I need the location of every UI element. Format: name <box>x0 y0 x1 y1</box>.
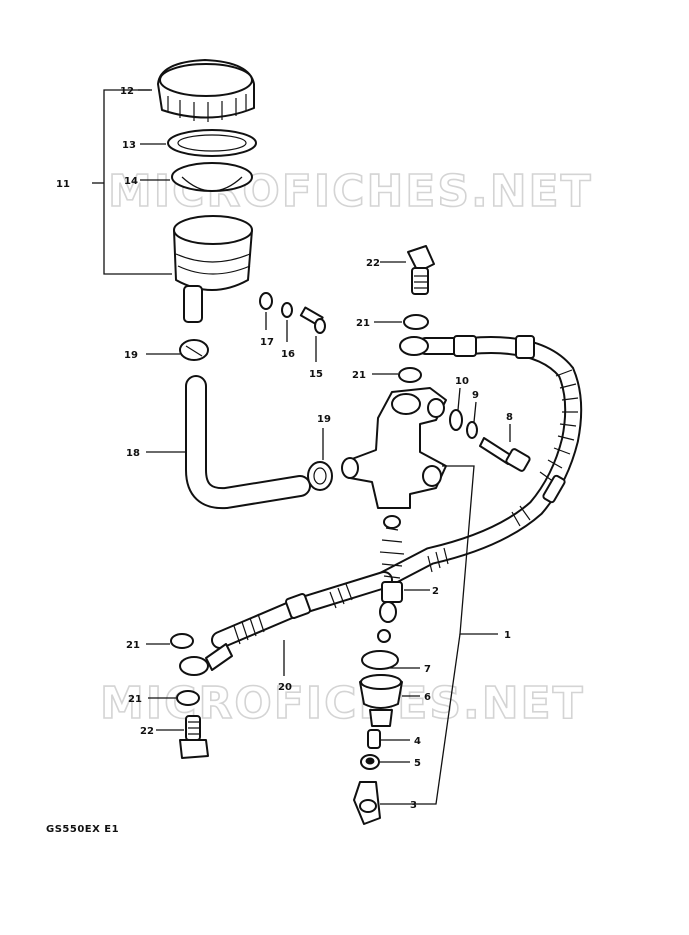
washer-21-d <box>176 690 200 706</box>
washer-21-c <box>170 633 194 649</box>
callout-7: 7 <box>424 664 431 675</box>
callout-16: 16 <box>281 349 295 360</box>
callout-11: 11 <box>56 179 70 190</box>
washer-21-a <box>403 314 429 330</box>
diaphragm <box>171 162 253 192</box>
callout-8: 8 <box>506 412 513 423</box>
callout-20: 20 <box>278 682 292 693</box>
lock-nut <box>360 754 380 770</box>
model-code: GS550EX E1 <box>46 824 119 835</box>
mounting-bolt <box>479 437 531 472</box>
brake-hose-lower <box>179 571 393 676</box>
callout-9: 9 <box>472 390 479 401</box>
reservoir-body <box>173 215 253 323</box>
washer-10 <box>449 409 463 431</box>
brake-hose-upper <box>375 335 583 589</box>
pushrod-boot <box>359 650 403 727</box>
callout-22-top: 22 <box>366 258 380 269</box>
master-cylinder-body <box>341 387 447 509</box>
callout-21-b: 21 <box>352 370 366 381</box>
watermark-bottom: MICROFICHES.NET <box>100 678 585 729</box>
callout-21-c: 21 <box>126 640 140 651</box>
piston <box>377 581 403 643</box>
reservoir-cap <box>157 59 255 122</box>
callout-6: 6 <box>424 692 431 703</box>
reservoir-bolt <box>299 306 326 334</box>
banjo-bolt-lower <box>179 715 209 759</box>
clevis <box>353 781 381 825</box>
callout-17: 17 <box>260 337 274 348</box>
callout-12: 12 <box>120 86 134 97</box>
callout-21-a: 21 <box>356 318 370 329</box>
spring <box>379 515 405 579</box>
pushrod <box>367 729 381 749</box>
callout-15: 15 <box>309 369 323 380</box>
callout-19-side: 19 <box>317 414 331 425</box>
callout-1: 1 <box>504 630 511 641</box>
diaphragm-plate <box>167 129 257 157</box>
washer-17 <box>259 292 273 310</box>
hose-clip-19-top <box>179 339 209 361</box>
leader-lines <box>138 89 511 805</box>
callout-21-d: 21 <box>128 694 142 705</box>
callout-19-top: 19 <box>124 350 138 361</box>
callout-2: 2 <box>432 586 439 597</box>
callout-18: 18 <box>126 448 140 459</box>
callout-10: 10 <box>455 376 469 387</box>
washer-16 <box>281 302 293 318</box>
washer-21-b <box>398 367 422 383</box>
callout-22-lower: 22 <box>140 726 154 737</box>
callout-14: 14 <box>124 176 138 187</box>
callout-5: 5 <box>414 758 421 769</box>
reservoir-hose <box>185 375 311 510</box>
callout-4: 4 <box>414 736 421 747</box>
banjo-bolt-top <box>407 245 435 295</box>
washer-9 <box>466 421 478 439</box>
callout-13: 13 <box>122 140 136 151</box>
hose-clip-19-side <box>307 461 333 491</box>
callout-3: 3 <box>410 800 417 811</box>
